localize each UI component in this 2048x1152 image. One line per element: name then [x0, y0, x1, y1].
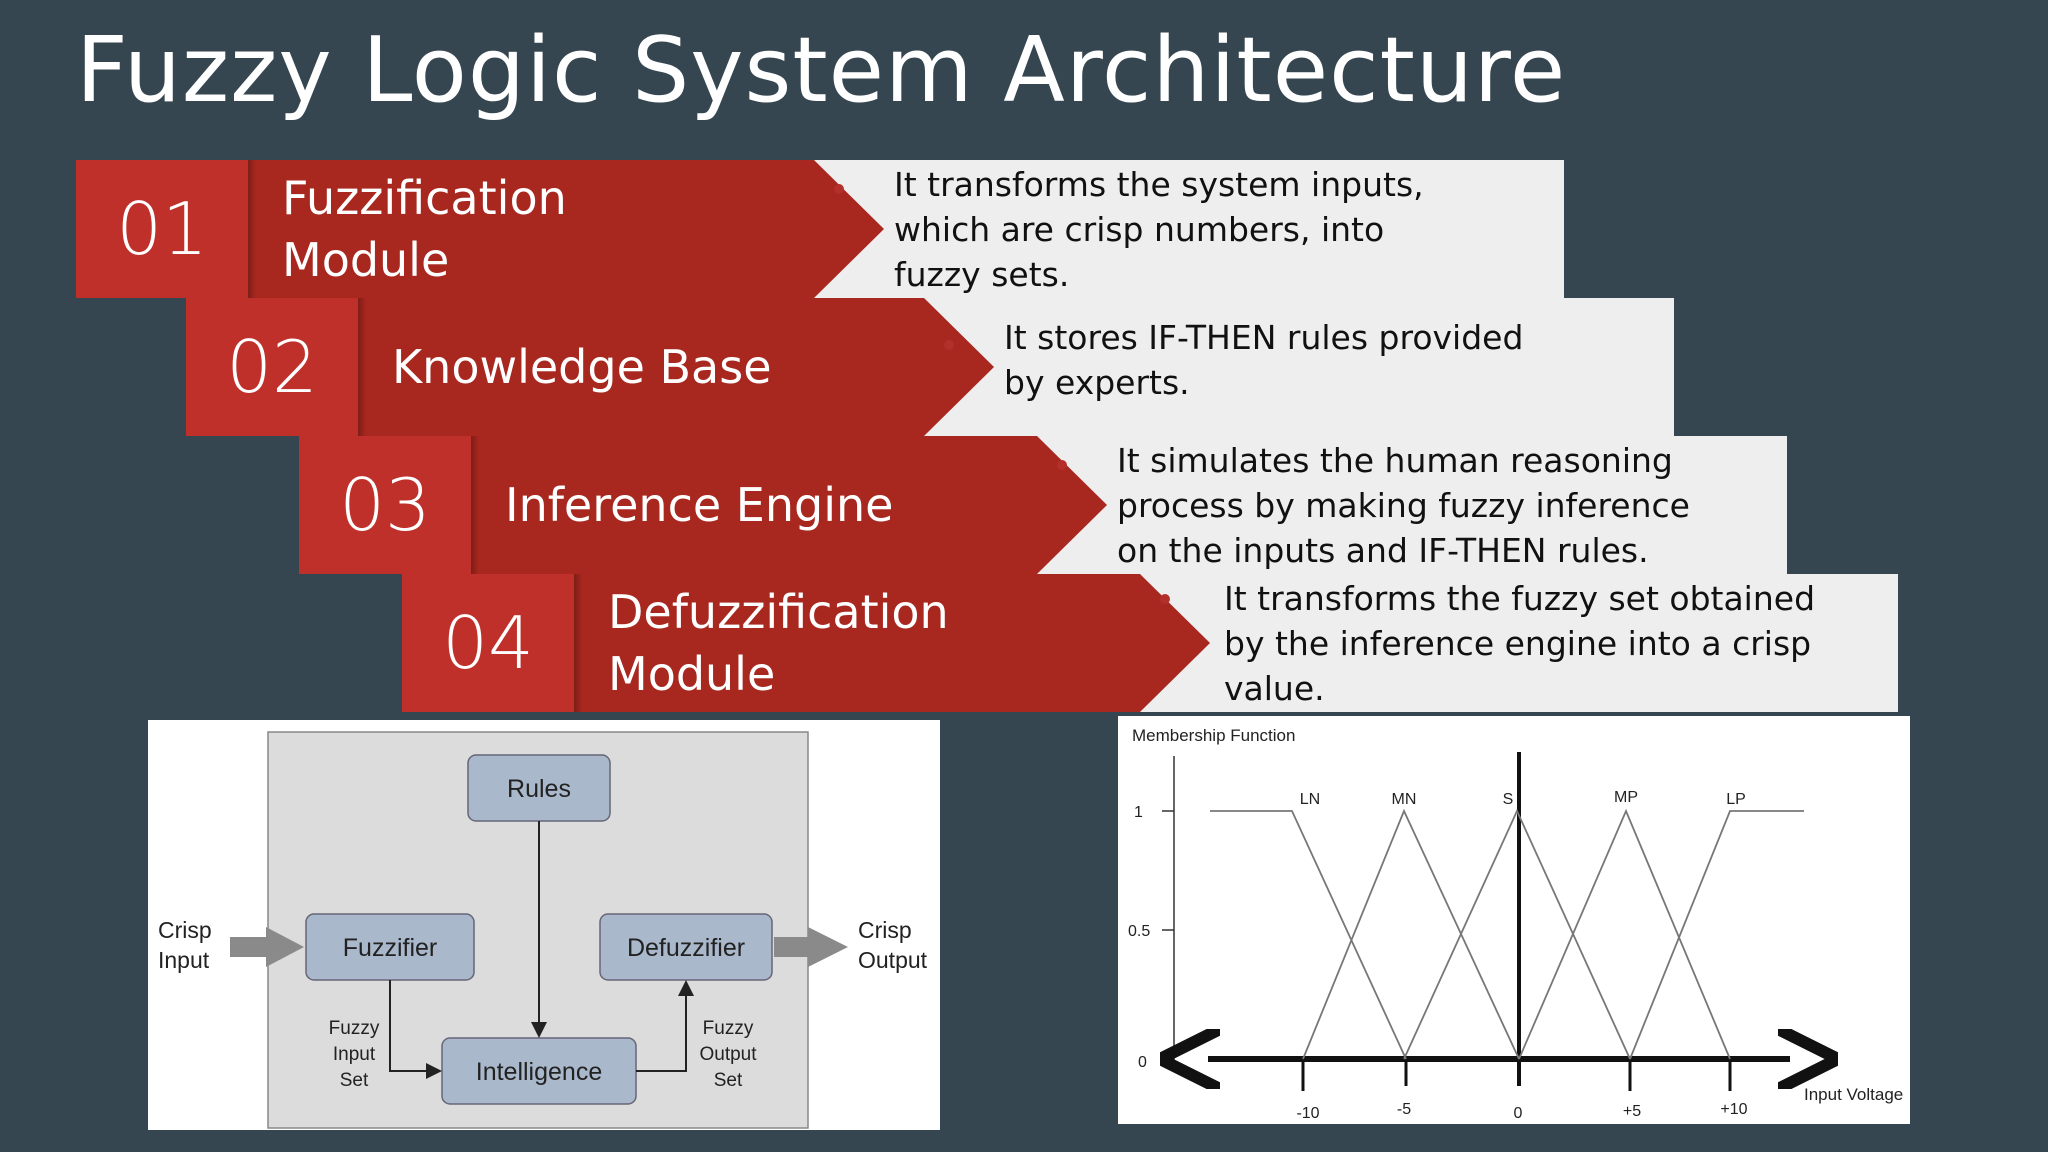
step-name: Knowledge Base	[392, 340, 772, 394]
step-number: 03	[299, 436, 471, 574]
curve-ln	[1210, 810, 1407, 1060]
block-diagram-panel: Rules Fuzzifier Defuzzifier Intelligence…	[148, 720, 940, 1130]
fuzzifier-label: Fuzzifier	[343, 934, 437, 962]
set-label: MN	[1392, 791, 1417, 808]
crisp-output-label-line1: Crisp	[858, 917, 912, 943]
x-tick-label: -10	[1296, 1105, 1319, 1122]
fuzzy-output-label-line1: Fuzzy	[703, 1018, 754, 1039]
curve-mn	[1302, 808, 1520, 1060]
crisp-output-label-line2: Output	[858, 947, 928, 973]
step-knowledge-base: 02 Knowledge Base It stores IF-THEN rule…	[186, 298, 1674, 436]
step-name: Fuzzification Module	[282, 171, 567, 287]
block-diagram: Rules Fuzzifier Defuzzifier Intelligence…	[158, 731, 928, 1129]
membership-title: Membership Function	[1132, 726, 1295, 745]
membership-function-chart: Membership Function 1 0.5 0 -10 -5 0 +5 …	[1128, 726, 1903, 1122]
bullet-icon	[1160, 594, 1170, 604]
y-tick-label: 1	[1134, 804, 1143, 821]
step-description: It transforms the system inputs, which a…	[894, 164, 1424, 294]
step-number: 04	[402, 574, 574, 712]
y-tick-label: 0.5	[1128, 923, 1150, 940]
fuzzy-output-label-line2: Output	[699, 1044, 757, 1065]
step-description: It transforms the fuzzy set obtained by …	[1224, 578, 1816, 708]
y-tick-label: 0	[1138, 1054, 1147, 1071]
curve-s	[1403, 808, 1631, 1060]
step-defuzzification: 04 Defuzzification Module It transforms …	[402, 574, 1898, 712]
step-description: It stores IF-THEN rules provided by expe…	[1004, 318, 1524, 402]
bullet-icon	[944, 340, 954, 350]
set-label: LN	[1300, 791, 1320, 808]
fuzzifier-to-intelligence-arrow	[389, 980, 442, 1079]
fuzzy-input-label-line3: Set	[340, 1070, 369, 1091]
defuzzifier-label: Defuzzifier	[627, 934, 745, 962]
step-name: Inference Engine	[505, 478, 894, 532]
x-tick-label: +10	[1720, 1101, 1747, 1118]
x-tick-label: -5	[1397, 1101, 1411, 1118]
set-label: LP	[1726, 791, 1746, 808]
fuzzy-output-label-line3: Set	[714, 1070, 743, 1091]
set-label: MP	[1614, 789, 1638, 806]
step-fuzzification: 01 Fuzzification Module It transforms th…	[76, 160, 1564, 298]
step-inference-engine: 03 Inference Engine It simulates the hum…	[299, 436, 1787, 574]
rules-label: Rules	[507, 775, 571, 803]
intelligence-label: Intelligence	[476, 1058, 602, 1086]
bullet-icon	[1057, 460, 1067, 470]
x-tick-label: +5	[1623, 1103, 1641, 1120]
intelligence-to-defuzzifier-arrow	[636, 980, 694, 1072]
page-title: Fuzzy Logic System Architecture	[76, 18, 1567, 123]
bullet-icon	[834, 184, 844, 194]
step-number: 01	[76, 160, 248, 298]
set-label: S	[1503, 791, 1514, 808]
step-number: 02	[186, 298, 358, 436]
x-tick-label: 0	[1514, 1105, 1523, 1122]
curve-mp	[1518, 808, 1731, 1060]
crisp-input-label-line1: Crisp	[158, 917, 212, 943]
step-name: Defuzzification Module	[608, 585, 949, 701]
x-axis-label: Input Voltage	[1804, 1085, 1903, 1104]
membership-curves	[1210, 808, 1804, 1060]
crisp-input-label-line2: Input	[158, 947, 210, 973]
crisp-output-arrow	[774, 927, 848, 967]
fuzzy-input-label-line1: Fuzzy	[329, 1018, 380, 1039]
membership-function-panel: Membership Function 1 0.5 0 -10 -5 0 +5 …	[1118, 716, 1910, 1124]
step-description: It simulates the human reasoning process…	[1117, 440, 1690, 570]
curve-lp	[1629, 810, 1804, 1060]
fuzzy-input-label-line2: Input	[333, 1044, 376, 1065]
crisp-input-arrow	[230, 927, 304, 967]
